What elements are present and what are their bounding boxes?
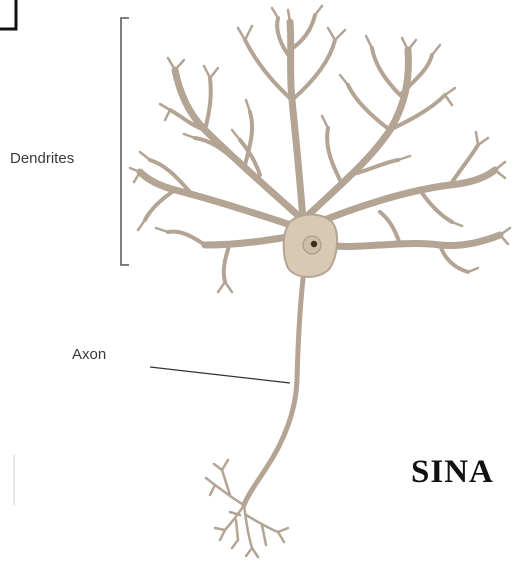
dendrites-label: Dendrites xyxy=(10,150,74,167)
dendrite-tree xyxy=(140,22,500,246)
axon-pointer-line xyxy=(150,367,290,383)
nucleolus xyxy=(311,241,317,247)
partial-title: SINA xyxy=(411,454,494,491)
axon xyxy=(244,262,305,505)
axon-label: Axon xyxy=(72,346,106,363)
axon-terminals xyxy=(206,460,288,557)
dendrites-bracket xyxy=(121,18,129,265)
frame-corner xyxy=(0,0,16,29)
